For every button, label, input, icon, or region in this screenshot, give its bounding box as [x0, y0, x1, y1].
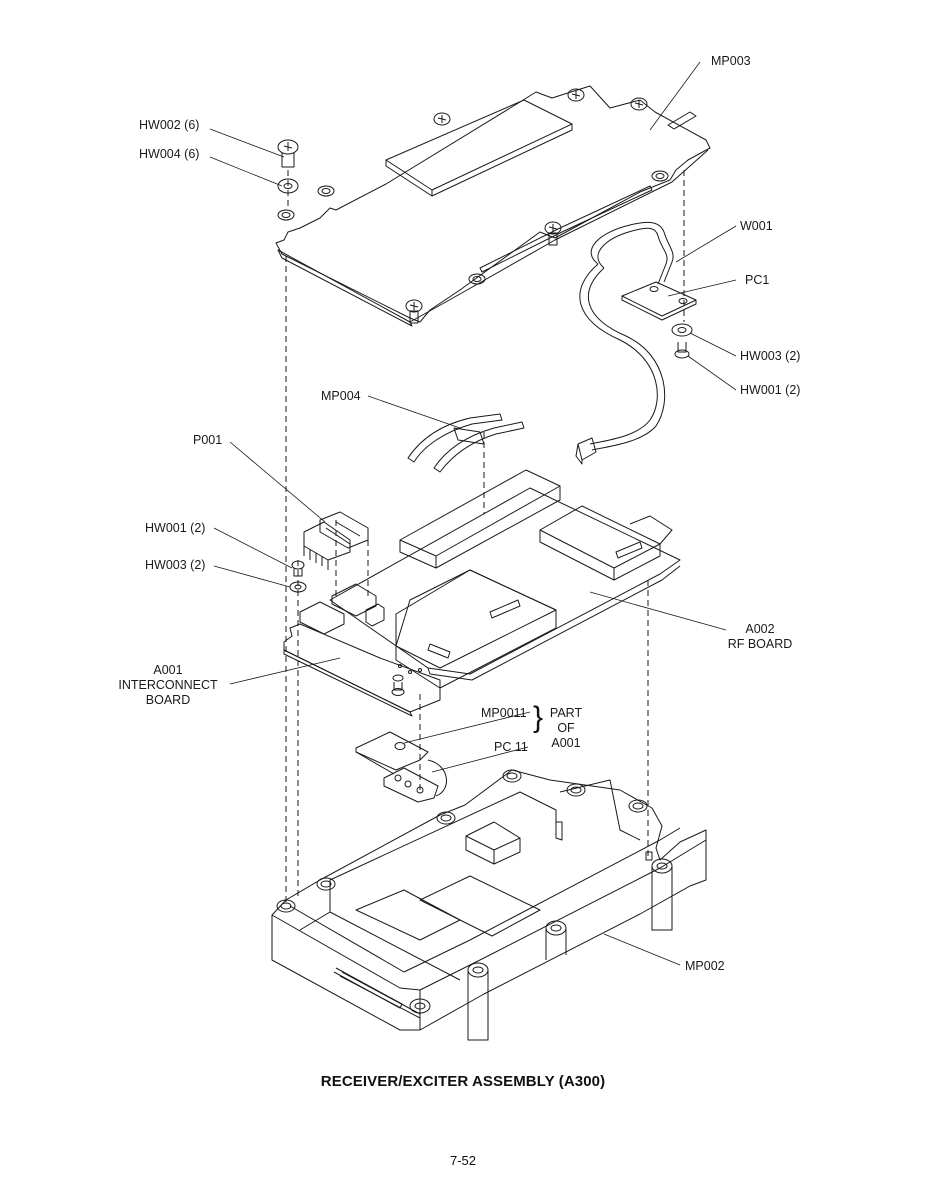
callout-mp003: MP003 — [711, 54, 751, 68]
callout-hw003-left: HW003 (2) — [145, 558, 206, 572]
callout-hw001-right: HW001 (2) — [740, 383, 801, 397]
hw002-screw — [277, 139, 299, 168]
callout-hw004: HW004 (6) — [139, 147, 200, 161]
callout-a001: A001 INTERCONNECT BOARD — [114, 663, 222, 708]
page-number: 7-52 — [449, 1153, 477, 1168]
callout-hw003-right: HW003 (2) — [740, 349, 801, 363]
mp002-chassis — [271, 769, 707, 1041]
callout-a001-line3: BOARD — [145, 693, 191, 707]
leader-lines — [209, 61, 737, 966]
callout-a002: A002 RF BOARD — [722, 622, 798, 652]
callout-mp0011: MP0011 — [481, 706, 527, 720]
callout-a002-line2: RF BOARD — [727, 637, 793, 651]
callout-mp004: MP004 — [321, 389, 361, 403]
alignment-lines — [285, 170, 685, 902]
callout-part-of-line1: PART — [549, 706, 583, 720]
callout-hw001-left: HW001 (2) — [145, 521, 206, 535]
callout-pc1: PC1 — [745, 273, 770, 287]
callout-part-of-line2: OF — [557, 721, 575, 735]
figure-title: RECEIVER/EXCITER ASSEMBLY (A300) — [320, 1073, 606, 1090]
a002-rf-board — [329, 469, 681, 689]
callout-pc11: PC 11 — [494, 740, 528, 754]
grouping-brace: } — [533, 701, 544, 734]
mp003-cover-plate — [275, 85, 711, 327]
callout-a001-line1: A001 — [153, 663, 183, 677]
callout-mp002: MP002 — [685, 959, 725, 973]
hw001-screw-right — [674, 342, 690, 359]
mp0011-pc11-shield — [355, 731, 447, 803]
callout-part-of-line3: A001 — [551, 736, 581, 750]
mp004-spring-clip — [407, 413, 525, 473]
mp003-screws — [277, 88, 669, 324]
hw003-washer-right — [671, 323, 693, 337]
callout-a002-line1: A002 — [745, 622, 775, 636]
a001-interconnect-board — [283, 583, 441, 717]
callout-w001: W001 — [740, 219, 773, 233]
callout-part-of-a001: PART OF A001 — [544, 706, 588, 751]
callout-hw002: HW002 (6) — [139, 118, 200, 132]
pc1-plate — [621, 281, 697, 321]
w001-cable — [575, 221, 674, 465]
callout-a001-line2: INTERCONNECT — [118, 678, 218, 692]
callout-p001: P001 — [193, 433, 223, 447]
